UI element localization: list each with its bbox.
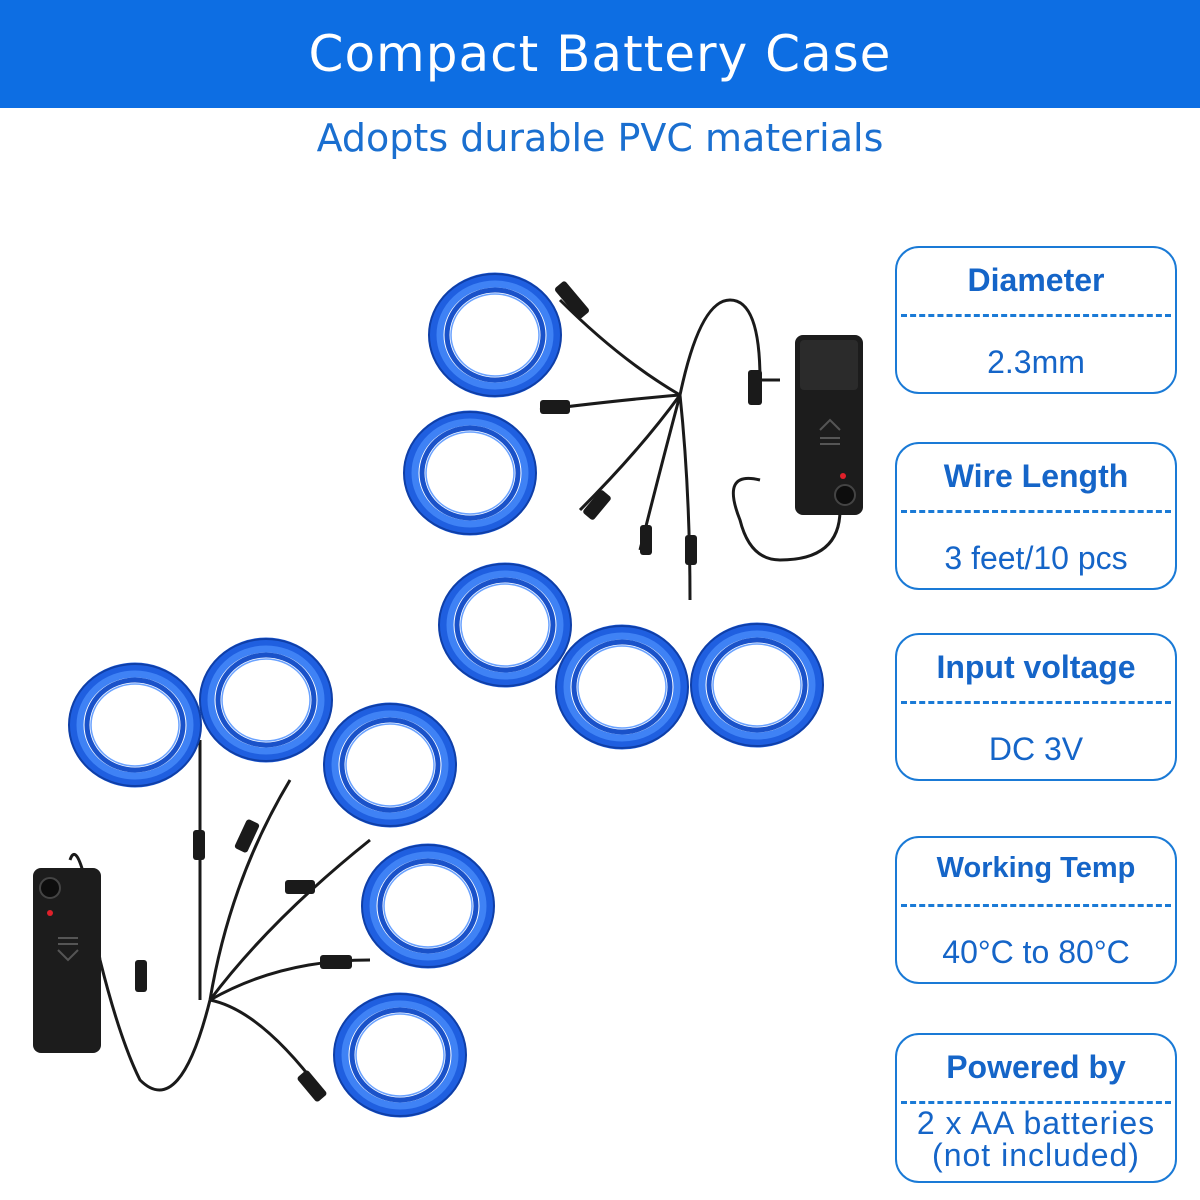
spec-card-input-voltage: Input voltage DC 3V <box>895 633 1177 781</box>
spec-label: Working Temp <box>936 852 1136 884</box>
spec-divider <box>901 701 1171 704</box>
spec-value: 3 feet/10 pcs <box>944 540 1128 576</box>
spec-divider <box>901 1101 1171 1104</box>
spec-label: Powered by <box>946 1049 1126 1085</box>
spec-value: 40°C to 80°C <box>942 934 1130 970</box>
spec-value: DC 3V <box>988 731 1084 767</box>
spec-label: Diameter <box>967 262 1105 298</box>
spec-divider <box>901 314 1171 317</box>
spec-card-wire-length: Wire Length 3 feet/10 pcs <box>895 442 1177 590</box>
spec-card-working-temp: Working Temp 40°C to 80°C <box>895 836 1177 984</box>
header-title: Compact Battery Case <box>308 25 892 83</box>
spec-label: Input voltage <box>936 649 1136 685</box>
el-wire-kit-illustration <box>33 220 863 1180</box>
spec-card-diameter: Diameter 2.3mm <box>895 246 1177 394</box>
header-banner: Compact Battery Case <box>0 0 1200 108</box>
spec-card-powered-by: Powered by 2 x AA batteries (not include… <box>895 1033 1177 1183</box>
spec-divider <box>901 904 1171 907</box>
spec-value: 2.3mm <box>987 344 1085 380</box>
spec-value-line-2: (not included) <box>932 1137 1140 1173</box>
subtitle: Adopts durable PVC materials <box>316 116 884 160</box>
spec-value: 2 x AA batteries (not included) <box>897 1107 1175 1171</box>
spec-divider <box>901 510 1171 513</box>
spec-label: Wire Length <box>943 458 1129 494</box>
spec-value-line-1: 2 x AA batteries <box>916 1105 1156 1141</box>
